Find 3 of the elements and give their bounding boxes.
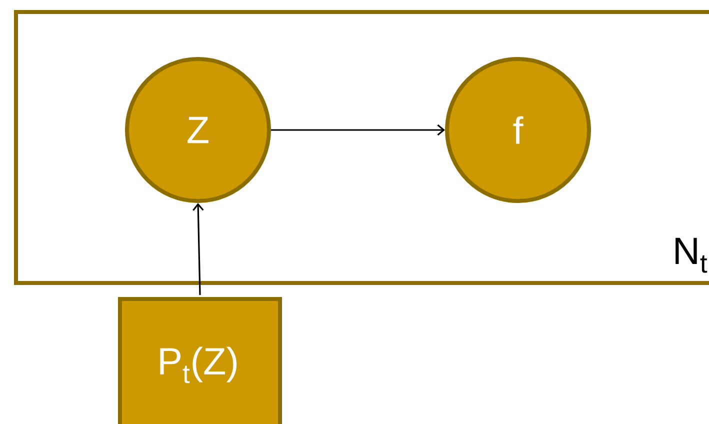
arrow <box>271 124 445 136</box>
arrow <box>192 203 204 296</box>
prior-box: P$_{t}$(Z) <box>118 297 282 424</box>
